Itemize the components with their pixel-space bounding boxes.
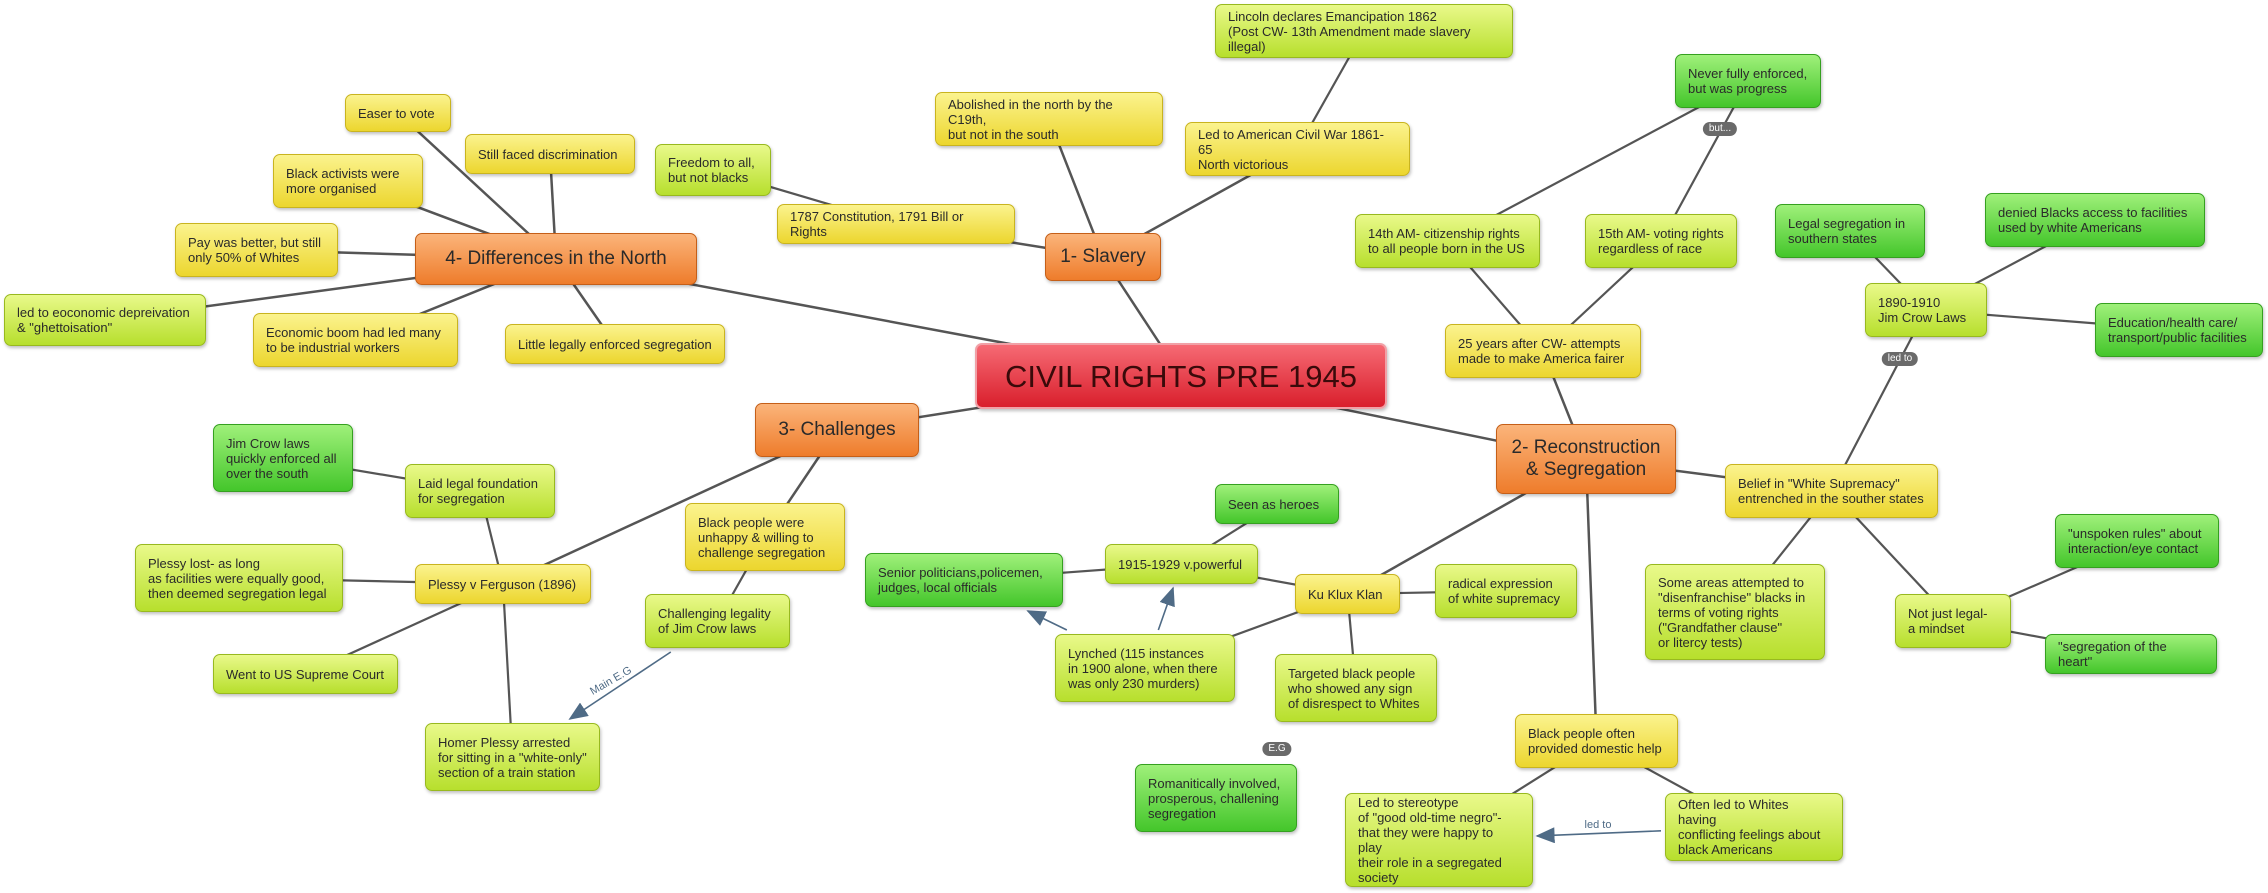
topic-never-fully-enforced[interactable]: Never fully enforced, but was progress <box>1675 54 1821 108</box>
arrow-connector <box>1535 827 1662 844</box>
topic-conflicting-feelings[interactable]: Often led to Whites having conflicting f… <box>1665 793 1843 861</box>
connector-label-but: but... <box>1702 122 1738 136</box>
topic-challenging-legality[interactable]: Challenging legality of Jim Crow laws <box>645 594 790 648</box>
arrow-label-led-to: led to <box>1584 819 1612 831</box>
topic-freedom-to-all[interactable]: Freedom to all, but not blacks <box>655 144 771 196</box>
topic-supreme-court[interactable]: Went to US Supreme Court <box>213 654 398 694</box>
branch-north-differences[interactable]: 4- Differences in the North <box>415 233 697 285</box>
topic-ghettoisation[interactable]: led to eoconomic depreivation & "ghettoi… <box>4 294 206 346</box>
topic-white-supremacy[interactable]: Belief in "White Supremacy" entrenched i… <box>1725 464 1938 518</box>
topic-romantically-involved[interactable]: Romanitically involved, prosperous, chal… <box>1135 764 1297 832</box>
connector-label-led-to: led to <box>1881 352 1919 366</box>
arrow-connector <box>1157 586 1175 631</box>
topic-15th-amendment[interactable]: 15th AM- voting rights regardless of rac… <box>1585 214 1737 268</box>
topic-lynched[interactable]: Lynched (115 instances in 1900 alone, wh… <box>1055 634 1235 702</box>
arrow-connector <box>1026 610 1068 631</box>
arrow-connector <box>568 651 672 720</box>
topic-old-time-stereotype[interactable]: Led to stereotype of "good old-time negr… <box>1345 793 1533 887</box>
topic-seen-as-heroes[interactable]: Seen as heroes <box>1215 484 1339 524</box>
topic-legal-segregation-south[interactable]: Legal segregation in southern states <box>1775 204 1925 258</box>
topic-public-facilities[interactable]: Education/health care/ transport/public … <box>2095 303 2263 357</box>
topic-lincoln-emancipation[interactable]: Lincoln declares Emancipation 1862 (Post… <box>1215 4 1513 58</box>
topic-not-just-legal[interactable]: Not just legal- a mindset <box>1895 594 2011 648</box>
topic-economic-boom[interactable]: Economic boom had led many to be industr… <box>253 313 458 367</box>
topic-homer-plessy[interactable]: Homer Plessy arrested for sitting in a "… <box>425 723 600 791</box>
topic-still-faced-discrimination[interactable]: Still faced discrimination <box>465 134 635 174</box>
topic-domestic-help[interactable]: Black people often provided domestic hel… <box>1515 714 1678 768</box>
topic-25-years-after[interactable]: 25 years after CW- attempts made to make… <box>1445 324 1641 378</box>
topic-laid-legal-foundation[interactable]: Laid legal foundation for segregation <box>405 464 555 518</box>
topic-disenfranchise[interactable]: Some areas attempted to "disenfranchise"… <box>1645 564 1825 660</box>
topic-civil-war[interactable]: Led to American Civil War 1861-65 North … <box>1185 122 1410 176</box>
topic-black-activists[interactable]: Black activists were more organised <box>273 154 423 208</box>
topic-plessy-lost[interactable]: Plessy lost- as long as facilities were … <box>135 544 343 612</box>
connector-line <box>1830 308 1928 493</box>
topic-constitution[interactable]: 1787 Constitution, 1791 Bill or Rights <box>777 204 1015 244</box>
topic-plessy-v-ferguson[interactable]: Plessy v Ferguson (1896) <box>415 564 591 604</box>
topic-radical-expression[interactable]: radical expression of white supremacy <box>1435 564 1577 618</box>
topic-14th-amendment[interactable]: 14th AM- citizenship rights to all peopl… <box>1355 214 1540 268</box>
connector-line <box>1584 457 1598 743</box>
branch-challenges[interactable]: 3- Challenges <box>755 403 919 457</box>
branch-reconstruction[interactable]: 2- Reconstruction & Segregation <box>1496 424 1676 494</box>
topic-black-people-unhappy[interactable]: Black people were unhappy & willing to c… <box>685 503 845 571</box>
topic-kkk-powerful[interactable]: 1915-1929 v.powerful <box>1105 544 1258 584</box>
topic-unspoken-rules[interactable]: "unspoken rules" about interaction/eye c… <box>2055 514 2219 568</box>
topic-little-legal-segregation[interactable]: Little legally enforced segregation <box>505 324 725 364</box>
topic-denied-access[interactable]: denied Blacks access to facilities used … <box>1985 193 2205 247</box>
topic-abolished-north[interactable]: Abolished in the north by the C19th, but… <box>935 92 1163 146</box>
topic-ku-klux-klan[interactable]: Ku Klux Klan <box>1295 574 1400 614</box>
topic-jim-crow-laws[interactable]: 1890-1910 Jim Crow Laws <box>1865 283 1987 337</box>
topic-segregation-of-heart[interactable]: "segregation of the heart" <box>2045 634 2217 674</box>
topic-targeted-black-people[interactable]: Targeted black people who showed any sig… <box>1275 654 1437 722</box>
connector-label-eg: E.G <box>1262 742 1292 756</box>
topic-jim-crow-quick[interactable]: Jim Crow laws quickly enforced all over … <box>213 424 353 492</box>
central-topic[interactable]: CIVIL RIGHTS PRE 1945 <box>975 343 1387 409</box>
topic-pay-better[interactable]: Pay was better, but still only 50% of Wh… <box>175 223 338 277</box>
topic-easier-to-vote[interactable]: Easer to vote <box>345 94 451 132</box>
topic-senior-officials[interactable]: Senior politicians,policemen, judges, lo… <box>865 553 1063 607</box>
branch-slavery[interactable]: 1- Slavery <box>1045 233 1161 281</box>
